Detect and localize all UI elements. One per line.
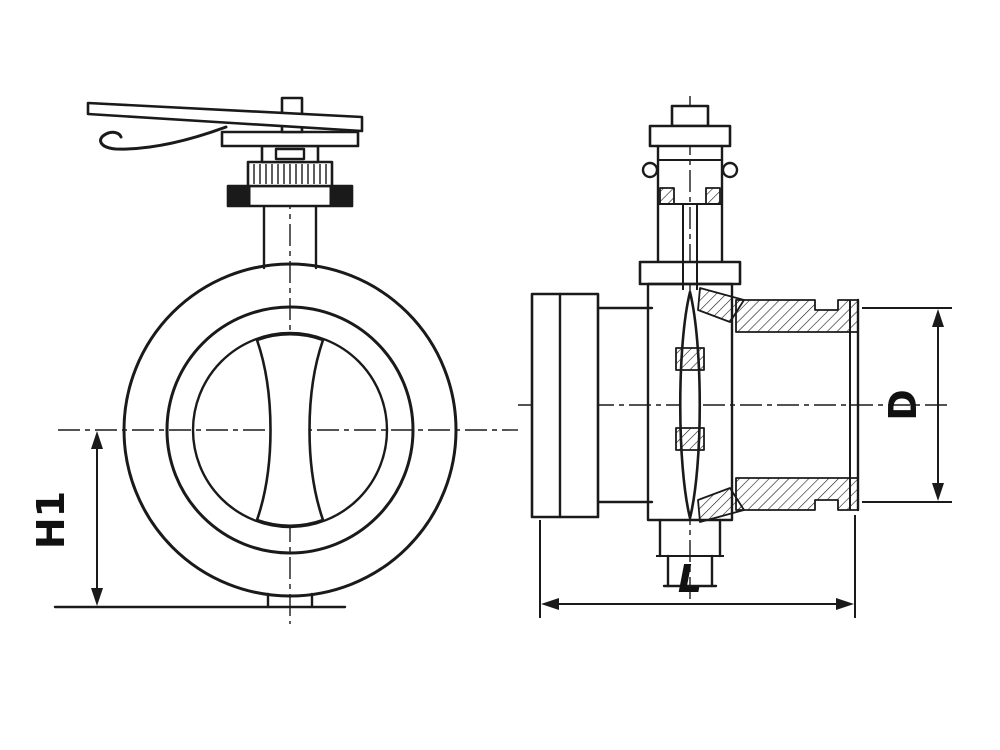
- packing-seal-right: [705, 187, 721, 205]
- d-arrow-up-icon: [932, 309, 944, 327]
- gland-bolt-left: [227, 185, 251, 207]
- dimension-h1: H1: [29, 431, 103, 606]
- disc-boss-lower: [675, 427, 705, 451]
- retainer-ring-right: [721, 161, 739, 179]
- gland-bolt-right: [329, 185, 353, 207]
- flange: [530, 292, 600, 519]
- pipe-wall-bottom: [735, 477, 859, 511]
- stem-cap: [648, 124, 732, 148]
- dimension-l: L: [539, 515, 856, 618]
- l-arrow-right-icon: [836, 598, 854, 610]
- seat-seal-top: [697, 287, 745, 323]
- h1-arrow-up-icon: [91, 431, 103, 449]
- d-label: D: [881, 389, 925, 421]
- stem-top-knob: [670, 104, 710, 128]
- disc-edge: [678, 290, 702, 520]
- butterfly-disc: [255, 332, 325, 528]
- d-arrow-down-icon: [932, 483, 944, 501]
- valve-body-outer-circle: [122, 262, 458, 598]
- dimension-d: D: [862, 307, 952, 503]
- neck-flange: [638, 260, 742, 286]
- l-arrow-left-icon: [541, 598, 559, 610]
- l-label: L: [678, 557, 702, 601]
- h1-arrow-down-icon: [91, 588, 103, 606]
- valve-body-mid-circle: [165, 305, 415, 555]
- retainer-ring-left: [641, 161, 659, 179]
- side-view: [518, 96, 948, 600]
- h1-label: H1: [29, 491, 73, 549]
- mount-block-inner: [274, 147, 306, 161]
- handle-base-bar: [220, 130, 360, 148]
- packing-seal-left: [659, 187, 675, 205]
- seat-seal-bottom: [697, 487, 745, 523]
- notch-plate-teeth: [253, 164, 327, 184]
- front-view: [53, 96, 518, 624]
- handle-trigger: [99, 125, 228, 151]
- disc-boss-upper: [675, 347, 705, 371]
- body-housing: [646, 282, 734, 522]
- handle-lever: [86, 101, 364, 133]
- pipe-wall-top: [735, 299, 859, 333]
